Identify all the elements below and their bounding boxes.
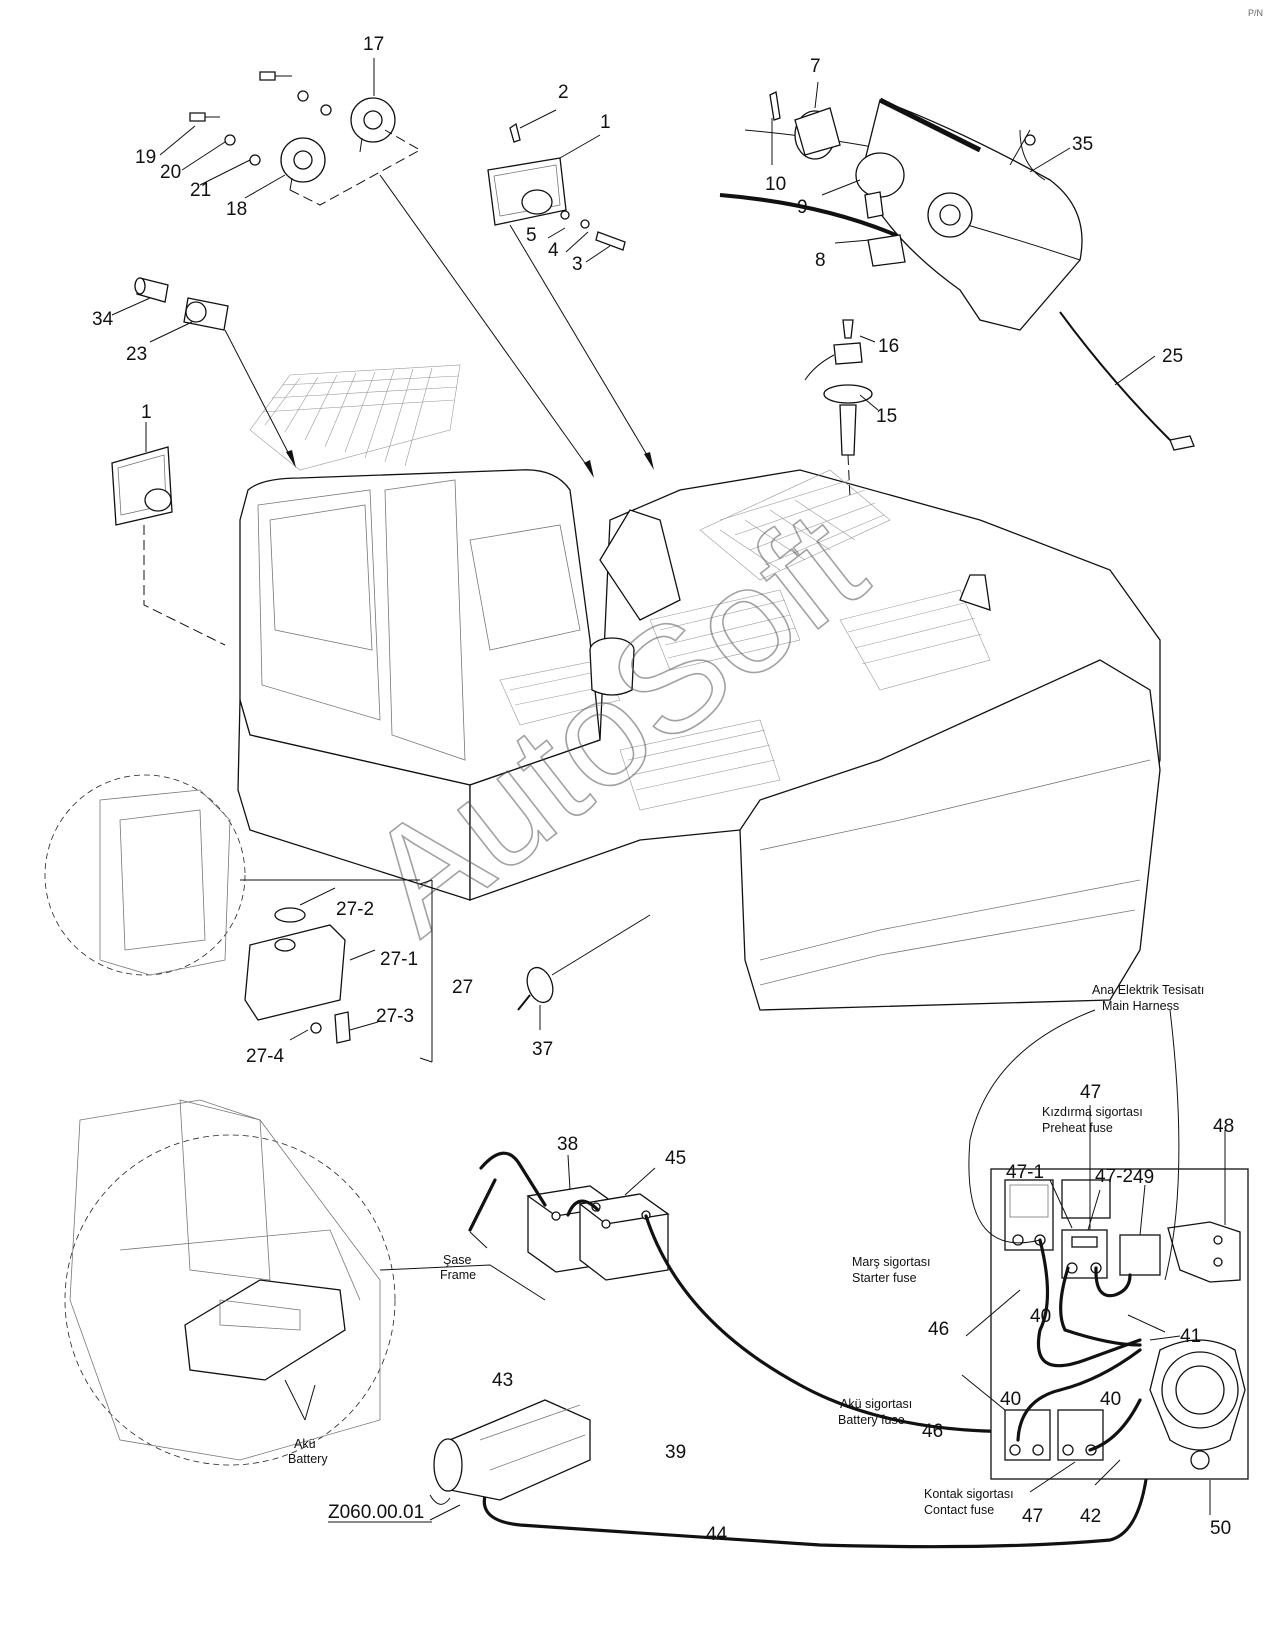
label-21: 21: [190, 180, 211, 201]
label-38: 38: [557, 1134, 578, 1155]
caption-starter-en: Starter fuse: [852, 1271, 917, 1285]
label-46-top: 46: [928, 1319, 949, 1340]
label-50: 50: [1210, 1518, 1231, 1539]
label-7: 7: [810, 56, 821, 77]
socket-icon: [111, 277, 229, 343]
label-40-c: 40: [1100, 1389, 1121, 1410]
label-27-4: 27-4: [246, 1046, 284, 1067]
excavator-body: [237, 364, 1161, 1011]
label-20: 20: [160, 162, 181, 183]
relay-icon: [1119, 1234, 1161, 1276]
caption-preheat-en: Preheat fuse: [1042, 1121, 1113, 1135]
callout-labels: 17 2 1 7 35 19 20 21 18 5 4 3 10 9 8 34 …: [92, 8, 1263, 1545]
label-15: 15: [876, 406, 897, 427]
label-34: 34: [92, 309, 114, 330]
label-16: 16: [878, 336, 899, 357]
label-43: 43: [492, 1370, 513, 1391]
label-1-left: 1: [141, 402, 152, 423]
horn-icon: [159, 58, 422, 206]
fuse-panel: [961, 1009, 1249, 1515]
caption-battery-tr: Akü: [294, 1437, 316, 1451]
corner-mark: P/N: [1248, 8, 1263, 18]
cable-44: [482, 1418, 1152, 1549]
label-45: 45: [665, 1148, 686, 1169]
label-2: 2: [558, 82, 569, 103]
label-27-1: 27-1: [380, 949, 418, 970]
caption-contact-en: Contact fuse: [924, 1503, 994, 1517]
label-40-b: 40: [1000, 1389, 1021, 1410]
battery-detail: [64, 1099, 546, 1466]
label-39: 39: [665, 1442, 686, 1463]
label-27-2: 27-2: [336, 899, 374, 920]
label-9: 9: [797, 197, 808, 218]
label-47-top: 47: [1080, 1082, 1101, 1103]
label-z060: Z060.00.01: [328, 1502, 424, 1523]
label-23: 23: [126, 344, 147, 365]
label-3: 3: [572, 254, 583, 275]
caption-battery-fuse-en: Battery fuse: [838, 1413, 905, 1427]
caption-battery-en: Battery: [288, 1452, 328, 1466]
cable-battery-link: [566, 1199, 600, 1217]
label-47-bottom: 47: [1022, 1506, 1043, 1527]
label-47-1: 47-1: [1006, 1162, 1044, 1183]
label-47-2: 47-2: [1095, 1166, 1133, 1187]
caption-contact-tr: Kontak sigortası: [924, 1487, 1014, 1501]
label-41: 41: [1180, 1326, 1201, 1347]
label-49: 49: [1133, 1167, 1154, 1188]
washer-tank-icon: [44, 774, 433, 1063]
label-35: 35: [1072, 134, 1093, 155]
label-1-top: 1: [600, 112, 611, 133]
label-4: 4: [548, 240, 559, 261]
label-10: 10: [765, 174, 786, 195]
label-18: 18: [226, 199, 247, 220]
caption-battery-fuse-tr: Akü sigortası: [840, 1397, 912, 1411]
label-8: 8: [815, 250, 826, 271]
label-27: 27: [452, 977, 473, 998]
boom-lights: [719, 81, 1195, 451]
label-17: 17: [363, 34, 384, 55]
sensor-icon: [804, 319, 879, 499]
caption-preheat-tr: Kızdırma sigortası: [1042, 1105, 1143, 1119]
cable-43: [479, 1151, 547, 1207]
label-25: 25: [1162, 346, 1183, 367]
label-37: 37: [532, 1039, 553, 1060]
caption-starter-tr: Marş sigortası: [852, 1255, 931, 1269]
label-19: 19: [135, 147, 156, 168]
caption-frame-tr: Şase: [443, 1253, 472, 1267]
label-42: 42: [1080, 1506, 1101, 1527]
label-27-3: 27-3: [376, 1006, 414, 1027]
label-5: 5: [526, 225, 537, 246]
caption-frame-en: Frame: [440, 1268, 476, 1282]
label-40-a: 40: [1030, 1306, 1051, 1327]
label-44: 44: [706, 1524, 728, 1545]
label-46-bottom: 46: [922, 1421, 943, 1442]
cable-frame: [468, 1178, 497, 1232]
caption-main-harness-en: Main Harness: [1102, 999, 1179, 1013]
cable-tie-icon: [517, 914, 651, 1030]
work-light-icon: [111, 422, 226, 646]
label-48: 48: [1213, 1116, 1234, 1137]
caption-main-harness-tr: Ana Elektrik Tesisatı: [1092, 983, 1204, 997]
work-light-icon: [487, 109, 626, 263]
starter-motor-icon: [429, 1399, 591, 1521]
